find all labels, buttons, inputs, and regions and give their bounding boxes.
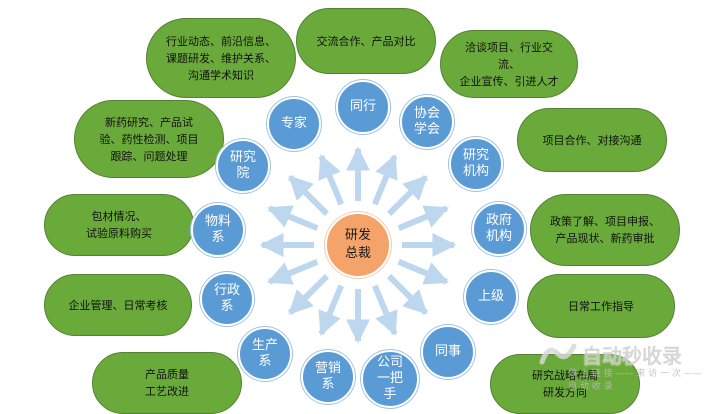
arrow — [318, 154, 344, 206]
arrow — [397, 259, 449, 285]
node-colleague-label: 同事 — [434, 344, 461, 359]
node-production: 生产 系 — [238, 327, 292, 381]
node-research-org: 研究 机构 — [449, 137, 503, 191]
node-expert: 专家 — [267, 97, 321, 151]
watermark-main-text: 自动秒收录 — [582, 344, 682, 368]
pill-expert: 行业动态、前沿信息、 课题研发、维护关系、 沟通学术知识 — [146, 18, 296, 98]
pill-materials: 包材情况、 试验原料购买 — [44, 194, 194, 256]
arrow — [397, 205, 449, 231]
pill-institute-text: 新药研究、产品试 验、药性检测、项目 跟踪、问题处理 — [99, 115, 199, 163]
node-ceo-label: 公司 一把 手 — [376, 355, 403, 402]
arrow — [287, 273, 330, 316]
node-materials-label: 物料 系 — [204, 214, 231, 245]
node-expert-label: 专家 — [280, 116, 307, 131]
arrow — [318, 284, 344, 336]
center-node: 研发 总裁 — [325, 212, 391, 278]
node-admin: 行政 系 — [200, 272, 254, 326]
node-admin-label: 行政 系 — [213, 283, 240, 314]
arrow — [372, 284, 398, 336]
pill-production: 产品质量 工艺改进 — [92, 352, 242, 414]
pill-institute: 新药研究、产品试 验、药性检测、项目 跟踪、问题处理 — [74, 100, 224, 178]
pill-research-org-text: 项目合作、对接沟通 — [542, 133, 642, 147]
node-peer-label: 同行 — [349, 99, 376, 114]
pill-government: 政策了解、项目申报、 产品现状、新药审批 — [530, 194, 680, 266]
pill-colleague-text: 研究战略布局 研发方向 — [532, 369, 598, 399]
node-superior-label: 上级 — [477, 289, 504, 304]
center-node-label: 研发 总裁 — [344, 228, 371, 261]
node-association: 协会 学会 — [400, 95, 454, 149]
pill-association-text: 洽谈项目、行业交流、 企业宣传、引进人才 — [459, 40, 559, 88]
pill-government-text: 政策了解、项目申报、 产品现状、新药审批 — [550, 215, 660, 245]
pill-research-org: 项目合作、对接沟通 — [517, 108, 667, 172]
arrow-group — [259, 146, 457, 344]
node-research-org-label: 研究 机构 — [462, 148, 489, 179]
pill-peer-text: 交流合作、产品对比 — [316, 34, 416, 48]
watermark: 自动秒收录 做 上 链 接 —— 来 访 一 次 —— 自 动 收 录 — [538, 338, 708, 392]
node-production-label: 生产 系 — [251, 338, 278, 369]
arrow — [267, 205, 319, 231]
pill-expert-text: 行业动态、前沿信息、 课题研发、维护关系、 沟通学术知识 — [166, 34, 276, 82]
pill-materials-text: 包材情况、 试验原料购买 — [86, 210, 152, 240]
pill-superior-text: 日常工作指导 — [568, 299, 634, 313]
diagram-canvas — [259, 146, 457, 344]
node-materials: 物料 系 — [191, 203, 245, 257]
pill-production-text: 产品质量 工艺改进 — [145, 368, 189, 398]
node-superior: 上级 — [464, 270, 518, 324]
arrow — [386, 273, 429, 316]
node-marketing: 营销 系 — [301, 350, 355, 404]
arrow — [287, 174, 330, 217]
node-colleague: 同事 — [421, 325, 475, 379]
pill-admin-text: 企业管理、日常考核 — [68, 298, 168, 312]
pill-association: 洽谈项目、行业交流、 企业宣传、引进人才 — [440, 30, 578, 98]
watermark-logo-icon — [539, 343, 577, 365]
node-institute: 研究 院 — [216, 139, 270, 193]
arrow — [372, 154, 398, 206]
pill-admin: 企业管理、日常考核 — [44, 274, 192, 336]
node-government: 政府 机构 — [472, 202, 526, 256]
pill-superior: 日常工作指导 — [527, 274, 675, 338]
node-ceo: 公司 一把 手 — [361, 350, 419, 408]
node-marketing-label: 营销 系 — [314, 361, 341, 392]
arrow — [386, 174, 429, 217]
watermark-sub-text: 做 上 链 接 —— 来 访 一 次 —— 自 动 收 录 — [568, 369, 702, 392]
pill-peer: 交流合作、产品对比 — [296, 8, 436, 74]
node-institute-label: 研究 院 — [229, 150, 256, 181]
arrow — [267, 259, 319, 285]
node-peer: 同行 — [336, 80, 390, 134]
node-association-label: 协会 学会 — [413, 106, 440, 137]
node-government-label: 政府 机构 — [485, 213, 512, 244]
